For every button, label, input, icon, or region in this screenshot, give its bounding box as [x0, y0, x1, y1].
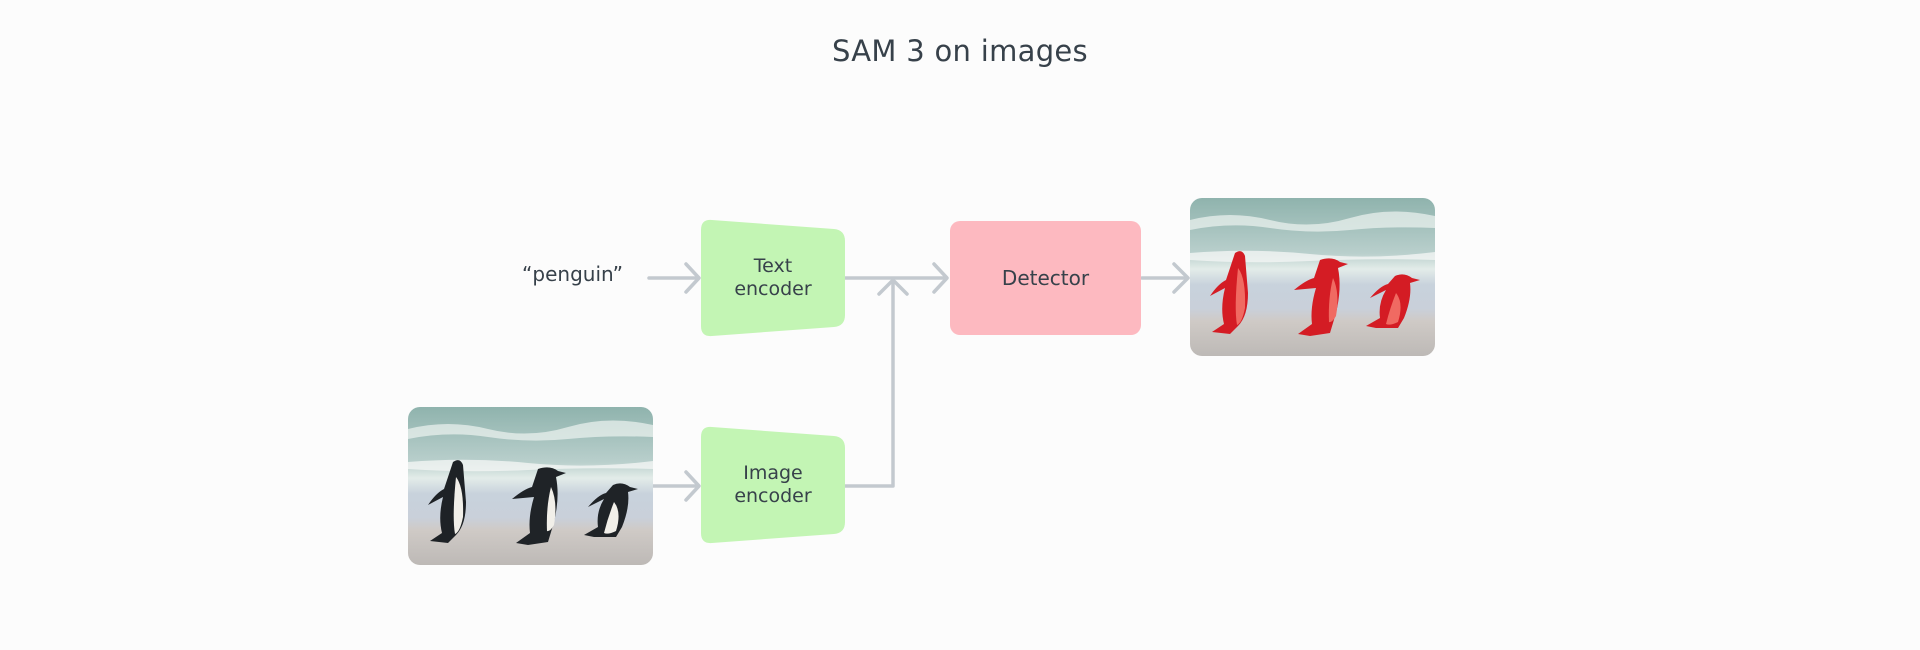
penguins-photo	[408, 407, 653, 565]
arrowhead-image-encoder	[684, 470, 701, 502]
image-encoder-label-line2: encoder	[734, 485, 812, 507]
text-prompt: “penguin”	[522, 262, 623, 286]
detector-shape	[950, 221, 1141, 335]
arrowhead-text-encoder	[684, 262, 701, 294]
image-encoder-node: Image encoder	[701, 436, 845, 534]
text-encoder-label-line2: encoder	[734, 278, 812, 300]
penguin-mask-3	[1366, 274, 1420, 328]
image-encoder-shape	[701, 426, 845, 544]
image-encoder-label-line1: Image	[743, 462, 803, 484]
input-image	[408, 407, 653, 565]
arrowhead-output	[1172, 262, 1190, 294]
arrowhead-join	[877, 278, 909, 296]
penguin-mask-2	[1294, 258, 1348, 336]
penguin-3	[584, 483, 638, 537]
output-image	[1190, 198, 1435, 356]
text-encoder-node: Text encoder	[701, 229, 845, 327]
penguin-mask-1	[1210, 251, 1248, 334]
segmented-penguins-photo	[1190, 198, 1435, 356]
detector-label: Detector	[1001, 265, 1090, 290]
arrowhead-detector	[932, 262, 949, 294]
page-title: SAM 3 on images	[832, 34, 1088, 68]
penguin-1	[428, 460, 466, 543]
text-encoder-label-line1: Text	[753, 255, 793, 277]
text-encoder-shape	[701, 219, 845, 337]
connector-image-encoder-to-join	[843, 280, 895, 488]
detector-node: Detector	[950, 221, 1141, 335]
penguin-2	[512, 467, 566, 545]
